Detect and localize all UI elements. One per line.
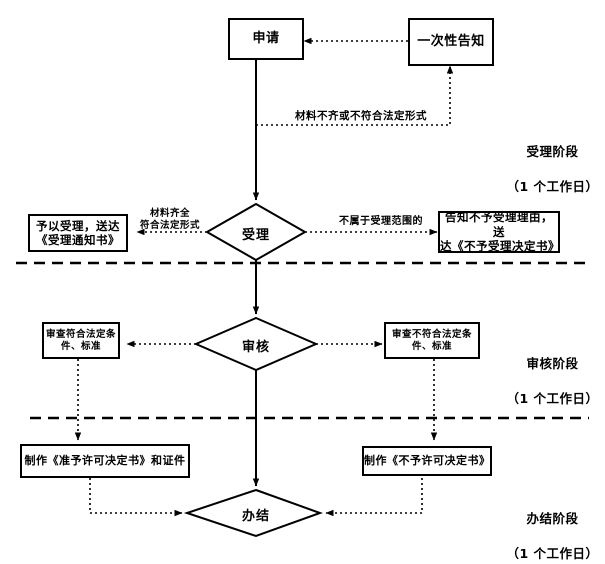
accept-decision-text: 受理 [241, 228, 270, 243]
node-permit-grant-label: 制作《准予许可决定书》和证件 [24, 454, 186, 468]
node-shape-accept-decision [204, 202, 308, 262]
stage-review-duration: （1 个工作日） [506, 390, 599, 406]
node-shape-review-decision [193, 316, 319, 372]
stage-accept-name: 受理阶段 [526, 143, 579, 159]
review-decision-text: 审核 [241, 340, 270, 355]
finish-text: 办结 [241, 509, 270, 524]
stage-label-accept: 受理阶段 （1 个工作日） [500, 125, 605, 213]
stage-label-finish: 办结阶段 （1 个工作日） [500, 492, 605, 564]
materials-complete-text: 材料齐全 符合法定形式 [139, 207, 200, 231]
node-review-fail-label: 审查不符合法定条 件、标准 [391, 328, 472, 352]
edge-permit-grant-to-finish [89, 478, 183, 517]
edge-label-materials-incomplete: 材料不齐或不符合法定形式 [276, 97, 446, 123]
node-one-time-notice[interactable]: 一次性告知 [408, 18, 494, 66]
materials-incomplete-text: 材料不齐或不符合法定形式 [295, 110, 427, 123]
stage-finish-duration: （1 个工作日） [506, 545, 599, 561]
node-one-time-notice-label: 一次性告知 [417, 33, 485, 49]
node-permit-deny[interactable]: 制作《不予许可决定书》 [362, 446, 492, 476]
edge-label-out-of-scope: 不属于受理范围的 [325, 203, 437, 228]
node-review-pass-label: 审查符合法定条 件、标准 [45, 328, 116, 352]
node-finish-label[interactable]: 办结 [206, 505, 306, 524]
stage-finish-name: 办结阶段 [526, 510, 579, 526]
out-of-scope-text: 不属于受理范围的 [339, 215, 423, 227]
stage-review-name: 审核阶段 [526, 355, 579, 371]
node-permit-grant[interactable]: 制作《准予许可决定书》和证件 [20, 444, 190, 478]
node-permit-deny-label: 制作《不予许可决定书》 [364, 454, 491, 468]
node-accept-yes-label: 予以受理，送达 《受理通知书》 [36, 218, 120, 247]
edge-label-materials-complete: 材料齐全 符合法定形式 [125, 196, 215, 232]
node-accept-decision-label[interactable]: 受理 [206, 224, 306, 243]
stage-accept-duration: （1 个工作日） [506, 178, 599, 194]
stage-label-review: 审核阶段 （1 个工作日） [500, 337, 605, 425]
node-review-fail[interactable]: 审查不符合法定条 件、标准 [384, 322, 480, 359]
node-shape-finish [183, 488, 323, 538]
node-accept-no-label: 告知不予受理理由，送 达《不予受理决定书》 [440, 210, 560, 254]
node-accept-yes[interactable]: 予以受理，送达 《受理通知书》 [28, 214, 128, 252]
edge-permit-deny-to-finish [325, 478, 423, 517]
node-apply[interactable]: 申请 [228, 18, 304, 60]
node-review-decision-label[interactable]: 审核 [206, 336, 306, 355]
node-accept-no[interactable]: 告知不予受理理由，送 达《不予受理决定书》 [438, 210, 560, 254]
node-review-pass[interactable]: 审查符合法定条 件、标准 [42, 322, 120, 359]
node-apply-label: 申请 [252, 30, 280, 46]
